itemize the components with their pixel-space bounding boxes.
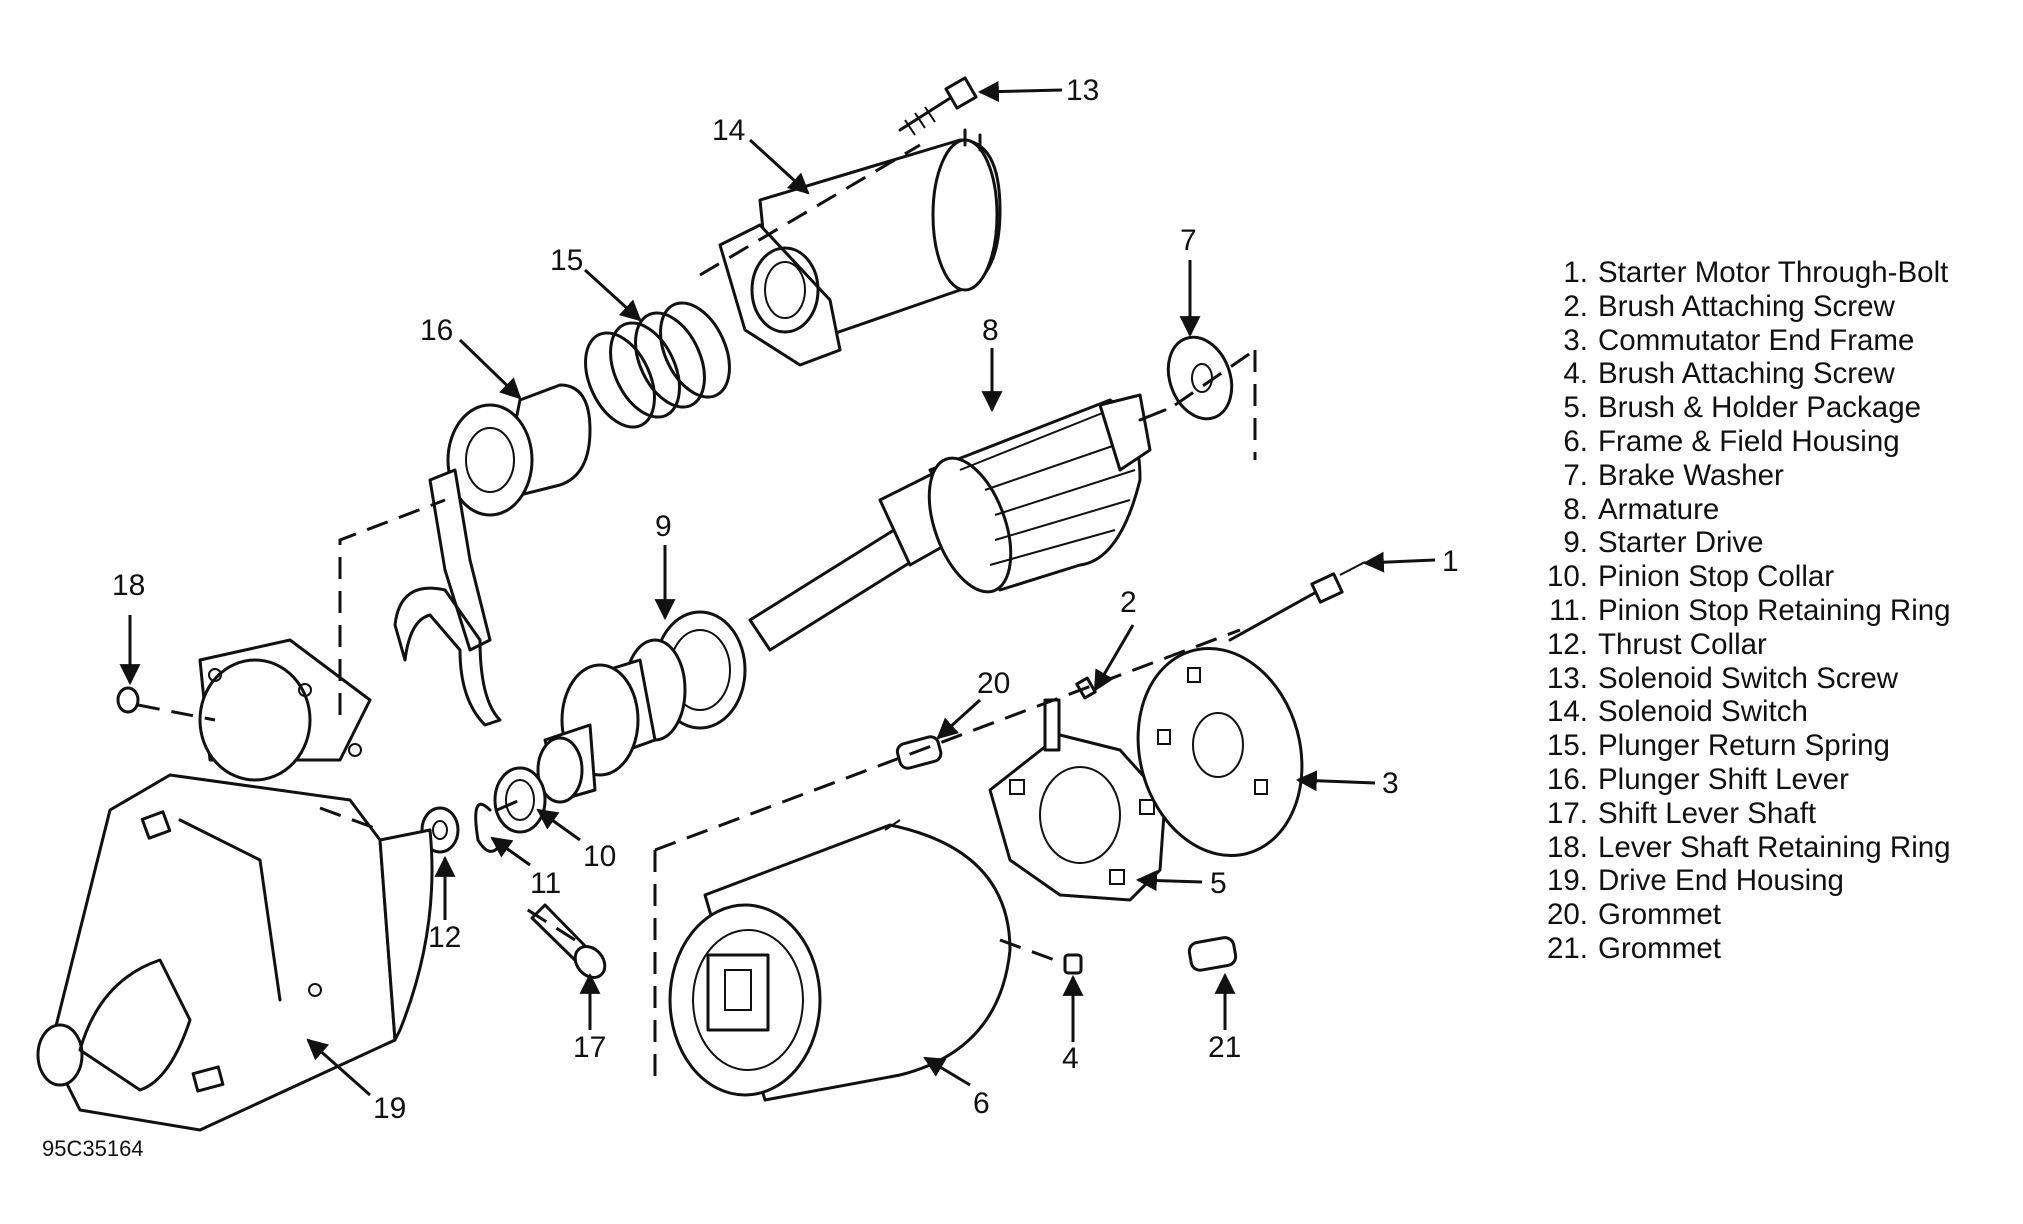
legend-item: 14.Solenoid Switch: [1546, 695, 1808, 729]
callout-14: 14: [712, 114, 745, 147]
brake-washer-part: [1166, 335, 1234, 421]
legend-item: 6.Frame & Field Housing: [1563, 424, 1900, 458]
legend-item: 7.Brake Washer: [1563, 458, 1784, 492]
callout-4: 4: [1062, 1042, 1079, 1075]
solenoid-switch-part: [718, 128, 1002, 367]
brush-attaching-screw-4-part: [1063, 953, 1083, 975]
grommet-21-part: [1187, 936, 1238, 972]
shift-lever-shaft-part: [530, 903, 607, 979]
callout-8: 8: [982, 314, 999, 347]
callout-9: 9: [655, 510, 672, 543]
solenoid-switch-screw-part: [898, 76, 978, 136]
legend-item: 12.Thrust Collar: [1546, 627, 1767, 661]
legend-item: 21.Grommet: [1546, 931, 1721, 965]
callout-labels: 1 2 3 4 5 6 7 8 9 10 11 12 13 14 15 16 1…: [112, 74, 1459, 1125]
callout-6: 6: [973, 1087, 990, 1120]
legend-item: 15.Plunger Return Spring: [1546, 729, 1890, 763]
callout-15: 15: [550, 244, 583, 277]
legend-item: 1.Starter Motor Through-Bolt: [1563, 256, 1949, 289]
legend-item: 3.Commutator End Frame: [1563, 323, 1915, 357]
callout-13: 13: [1066, 74, 1099, 107]
starter-drive-part: [536, 610, 747, 804]
legend-item: 13.Solenoid Switch Screw: [1546, 661, 1899, 695]
callout-3: 3: [1382, 767, 1399, 800]
callout-16: 16: [420, 314, 453, 347]
callout-12: 12: [428, 921, 461, 954]
callout-7: 7: [1180, 224, 1197, 257]
callout-17: 17: [573, 1031, 606, 1064]
callout-leaders: [119, 81, 1436, 1097]
armature-part: [748, 393, 1167, 652]
plunger-return-spring-part: [584, 301, 731, 429]
legend-item: 19.Drive End Housing: [1546, 864, 1844, 898]
legend-item: 2.Brush Attaching Screw: [1563, 289, 1895, 323]
grommet-20-part: [895, 735, 943, 770]
legend-item: 4.Brush Attaching Screw: [1563, 357, 1895, 391]
callout-18: 18: [112, 569, 145, 602]
figure-code: 95C35164: [42, 1136, 144, 1161]
pinion-stop-collar-part: [493, 766, 547, 834]
legend-item: 11.Pinion Stop Retaining Ring: [1549, 593, 1951, 627]
legend-item: 9.Starter Drive: [1563, 526, 1764, 560]
frame-field-housing-part: [668, 819, 1012, 1102]
callout-19: 19: [373, 1092, 406, 1125]
drive-end-housing-part: [36, 638, 434, 1132]
callout-1: 1: [1442, 545, 1459, 578]
legend-item: 10.Pinion Stop Collar: [1546, 560, 1835, 594]
callout-5: 5: [1210, 867, 1227, 900]
legend-item: 16.Plunger Shift Lever: [1546, 762, 1849, 796]
callout-20: 20: [977, 667, 1010, 700]
callout-10: 10: [583, 840, 616, 873]
legend-item: 20.Grommet: [1546, 898, 1721, 932]
callout-21: 21: [1208, 1031, 1241, 1064]
legend-item: 18.Lever Shaft Retaining Ring: [1546, 830, 1951, 864]
legend-item: 8.Armature: [1563, 492, 1720, 526]
callout-11: 11: [530, 867, 561, 900]
commutator-end-frame-part: [1136, 646, 1304, 858]
parts-legend: 1.Starter Motor Through-Bolt 2.Brush Att…: [1532, 256, 1951, 966]
legend-item: 5.Brush & Holder Package: [1563, 391, 1922, 425]
assembly-dashed-lines: [137, 143, 1257, 1080]
plunger-shift-lever-part: [393, 383, 592, 727]
lever-shaft-retaining-ring-part: [116, 686, 140, 714]
legend-item: 17.Shift Lever Shaft: [1546, 796, 1817, 830]
callout-2: 2: [1120, 586, 1137, 619]
through-bolt-part: [1228, 561, 1366, 642]
